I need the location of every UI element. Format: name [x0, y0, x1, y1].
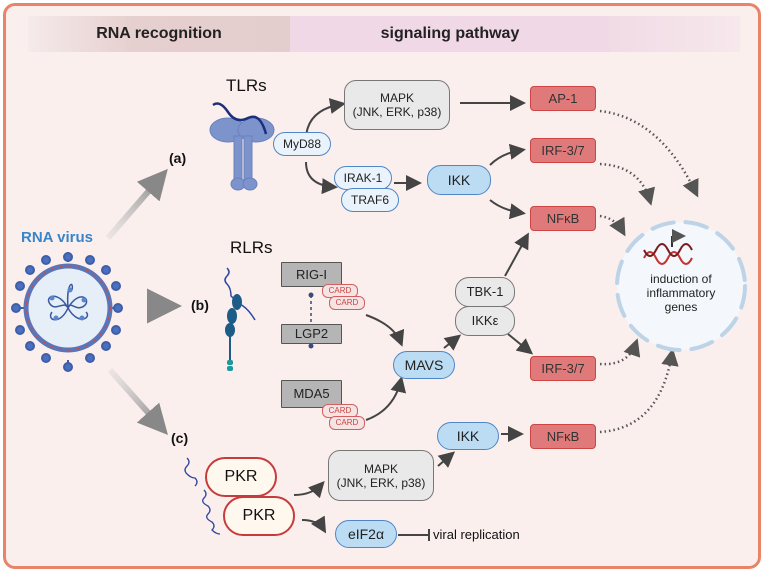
eif2a-node: eIF2α — [335, 520, 397, 548]
ap1-node: AP-1 — [530, 86, 596, 111]
dotted-irf2-nucleus — [599, 338, 641, 366]
arrow-ikk-nfkb — [489, 199, 526, 220]
nucleus-line-2: inflammatory — [646, 286, 716, 300]
irak1-node: IRAK-1 — [334, 166, 392, 190]
arrow-mda5-mavs — [365, 376, 407, 421]
rlr-label: RLRs — [230, 238, 273, 257]
rig-i-node: RIG-I — [281, 262, 342, 287]
nfkb-node-a: NFκB — [530, 206, 596, 231]
arrow-rig-mavs — [365, 314, 405, 347]
branch-label-b: (b) — [191, 297, 209, 313]
branch-label-c: (c) — [171, 430, 189, 446]
mapk-node-c: MAPK (JNK, ERK, p38) — [328, 450, 434, 501]
mapk-title: MAPK — [363, 461, 398, 476]
branch-arrow-a — [105, 168, 168, 240]
mapk-title: MAPK — [379, 91, 414, 105]
viral-replication-label: viral replication — [433, 527, 520, 542]
dotted-irf-nucleus — [599, 162, 655, 206]
branch-arrow-c — [107, 368, 168, 435]
nucleus-label: induction of inflammatory genes — [631, 268, 731, 318]
arrow-tbk-nfkb — [504, 232, 529, 277]
pkr-node-1: PKR — [205, 457, 277, 497]
arrow-pkr-eif — [301, 515, 327, 534]
dotted-nfkb-nucleus — [599, 214, 626, 237]
dotted-ap1-nucleus — [599, 109, 699, 198]
ikk-node-a: IKK — [427, 165, 491, 195]
nucleus-line-3: genes — [664, 300, 698, 314]
nfkb-node-c: NFκB — [530, 424, 596, 449]
mapk-subtitle: (JNK, ERK, p38) — [352, 105, 442, 119]
ikk-node-c: IKK — [437, 422, 499, 450]
header-fade — [610, 16, 740, 52]
tlr-label: TLRs — [226, 76, 267, 95]
arrow-myd88-irak — [305, 161, 338, 195]
dna-icon — [643, 229, 693, 265]
mda5-node: MDA5 — [281, 380, 342, 408]
rna-virus-label: RNA virus — [21, 229, 93, 246]
irf37-node-a: IRF-3/7 — [530, 138, 596, 163]
header-rna-recognition: RNA recognition — [28, 16, 290, 52]
pkr-rna-icon — [184, 457, 221, 535]
pkr-node-2: PKR — [223, 496, 295, 536]
mapk-subtitle: (JNK, ERK, p38) — [336, 475, 426, 490]
mavs-node: MAVS — [393, 351, 455, 379]
irf37-node-b: IRF-3/7 — [530, 356, 596, 381]
lgp2-node: LGP2 — [281, 324, 342, 344]
myd88-node: MyD88 — [273, 132, 331, 156]
arrow-pkr-mapk — [293, 481, 325, 499]
arrow-ikk-irf — [489, 143, 526, 166]
mapk-node-a: MAPK (JNK, ERK, p38) — [344, 80, 450, 130]
card-domain: CARD — [329, 296, 365, 310]
card-domain: CARD — [329, 416, 365, 430]
inhibition-eif-viral — [398, 529, 430, 541]
branch-label-a: (a) — [169, 150, 187, 166]
traf6-node: TRAF6 — [341, 188, 399, 212]
arrow-mapk-ikk — [437, 451, 456, 468]
nucleus-line-1: induction of — [650, 272, 712, 286]
nucleus — [615, 220, 747, 352]
arrow-ikke-irf — [507, 333, 534, 355]
header-signaling-pathway: signaling pathway — [290, 16, 610, 52]
rlr-receptor-icon — [224, 267, 256, 371]
ikke-node: IKKε — [455, 306, 515, 336]
rna-virus-icon — [11, 252, 123, 372]
tlr-receptor-icon — [209, 102, 275, 191]
tbk1-node: TBK-1 — [455, 277, 515, 307]
arrow-mavs-tbk — [443, 334, 462, 351]
